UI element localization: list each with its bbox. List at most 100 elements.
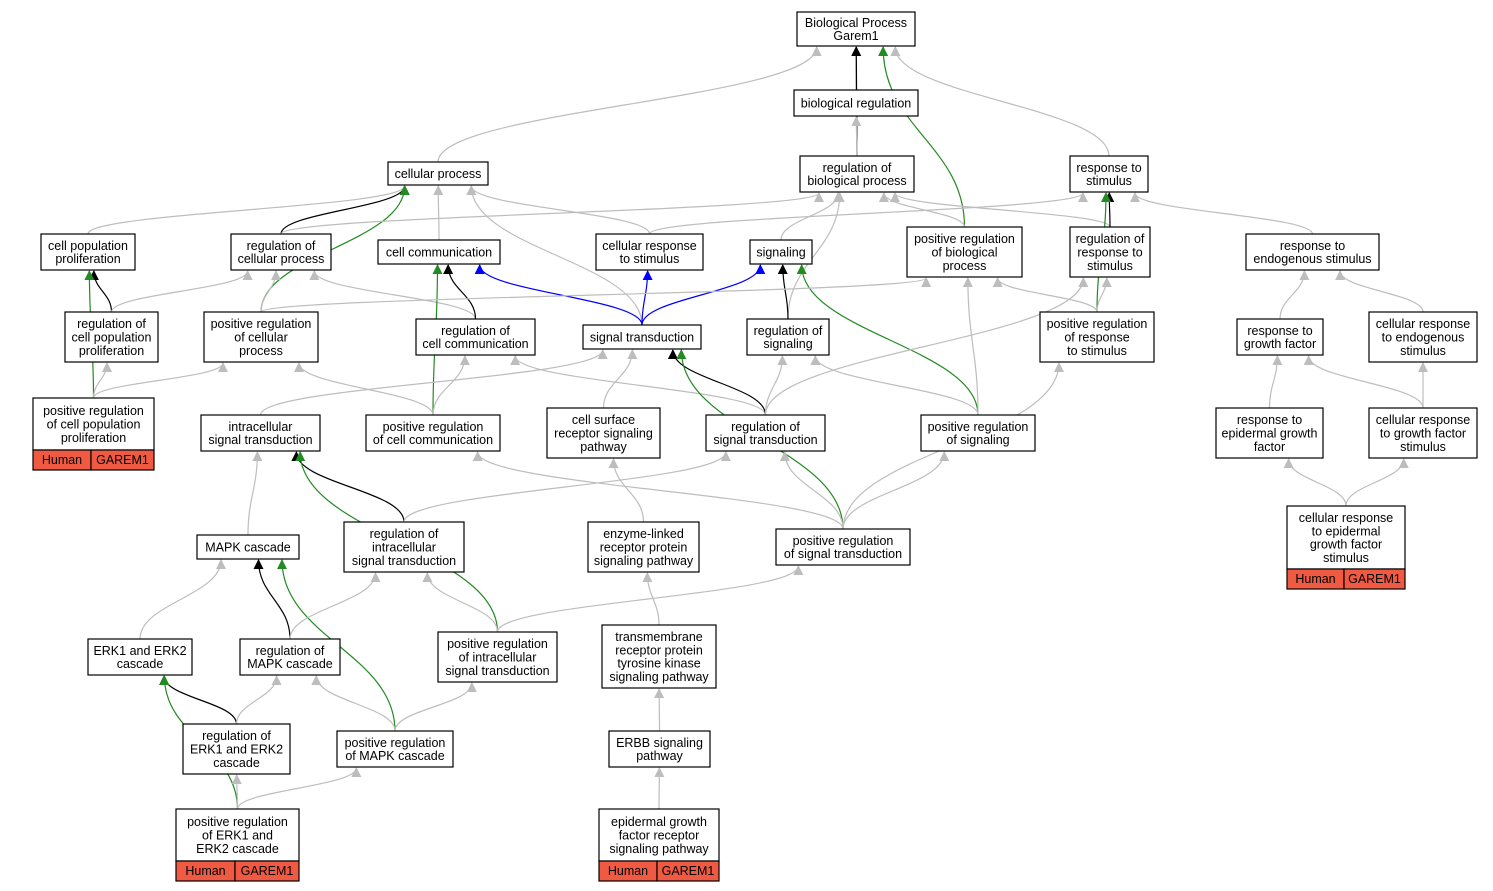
go-term-node[interactable]: cell communication bbox=[377, 239, 501, 265]
go-term-node[interactable]: biological regulation bbox=[793, 89, 919, 117]
node-box bbox=[377, 239, 501, 265]
node-label-line: of ERK1 and bbox=[202, 829, 273, 843]
node-label-line: to growth factor bbox=[1380, 427, 1466, 441]
edge-is-a bbox=[289, 572, 381, 640]
edge-is-a bbox=[466, 185, 643, 326]
node-label-line: cascade bbox=[213, 756, 260, 770]
node-label-line: to endogenous bbox=[1382, 331, 1465, 345]
node-label-line: Garem1 bbox=[833, 29, 878, 43]
edge-is-a bbox=[1345, 458, 1409, 507]
node-label-line: signaling pathway bbox=[609, 842, 709, 856]
go-term-node[interactable]: cellular process bbox=[387, 161, 489, 186]
node-box bbox=[749, 239, 813, 265]
edge-is-a bbox=[432, 355, 470, 416]
node-box bbox=[196, 534, 300, 560]
edge-is-a bbox=[962, 277, 979, 416]
node-box bbox=[387, 161, 489, 186]
edge-is-a bbox=[787, 192, 845, 320]
edge-is-a bbox=[260, 270, 281, 313]
gene-tag-label: GAREM1 bbox=[662, 864, 715, 878]
node-box bbox=[343, 521, 465, 573]
node-label-line: positive regulation bbox=[187, 815, 288, 829]
node-label-line: regulation of bbox=[441, 324, 510, 338]
node-label-line: factor bbox=[1254, 440, 1285, 454]
node-box bbox=[32, 397, 155, 451]
node-label-line: regulation of bbox=[256, 644, 325, 658]
gene-tag-label: GAREM1 bbox=[241, 864, 294, 878]
node-label-line: signaling bbox=[756, 246, 805, 260]
node-label-line: proliferation bbox=[55, 252, 120, 266]
node-label-line: epidermal growth bbox=[1222, 427, 1318, 441]
edge-part-of bbox=[1104, 192, 1115, 228]
edge-is-a bbox=[1335, 270, 1424, 313]
edge-is-a bbox=[92, 362, 112, 399]
node-label-line: signal transduction bbox=[352, 554, 456, 568]
node-label-line: positive regulation bbox=[447, 637, 548, 651]
gene-tag-label: GAREM1 bbox=[1348, 572, 1401, 586]
node-label-line: of intracellular bbox=[459, 651, 537, 665]
edge-is-a bbox=[648, 192, 1088, 235]
node-box bbox=[1069, 155, 1149, 193]
node-label-line: of cell communication bbox=[373, 433, 493, 447]
go-term-node[interactable]: signal transduction bbox=[582, 324, 702, 350]
node-box bbox=[239, 638, 341, 676]
node-label-line: of signal transduction bbox=[784, 547, 902, 561]
node-label-line: tyrosine kinase bbox=[617, 657, 700, 671]
node-label-line: positive regulation bbox=[793, 534, 894, 548]
node-label-line: of MAPK cascade bbox=[345, 749, 444, 763]
node-box bbox=[793, 89, 919, 117]
node-label-line: signal transduction bbox=[713, 433, 817, 447]
node-label-line: cell communication bbox=[422, 337, 528, 351]
edge-part-of bbox=[291, 451, 405, 523]
node-label-line: to stimulus bbox=[1067, 344, 1127, 358]
edge-is-a bbox=[1303, 355, 1424, 409]
edge-is-a bbox=[422, 572, 499, 633]
node-label-line: response to bbox=[1237, 413, 1302, 427]
node-box bbox=[775, 528, 911, 566]
edge-is-a bbox=[890, 46, 1110, 157]
go-term-node[interactable]: MAPK cascade bbox=[196, 534, 300, 560]
node-label-line: signal transduction bbox=[208, 433, 312, 447]
node-box bbox=[587, 521, 700, 573]
go-term-node[interactable]: signaling bbox=[749, 239, 813, 265]
gene-tag bbox=[90, 449, 155, 471]
